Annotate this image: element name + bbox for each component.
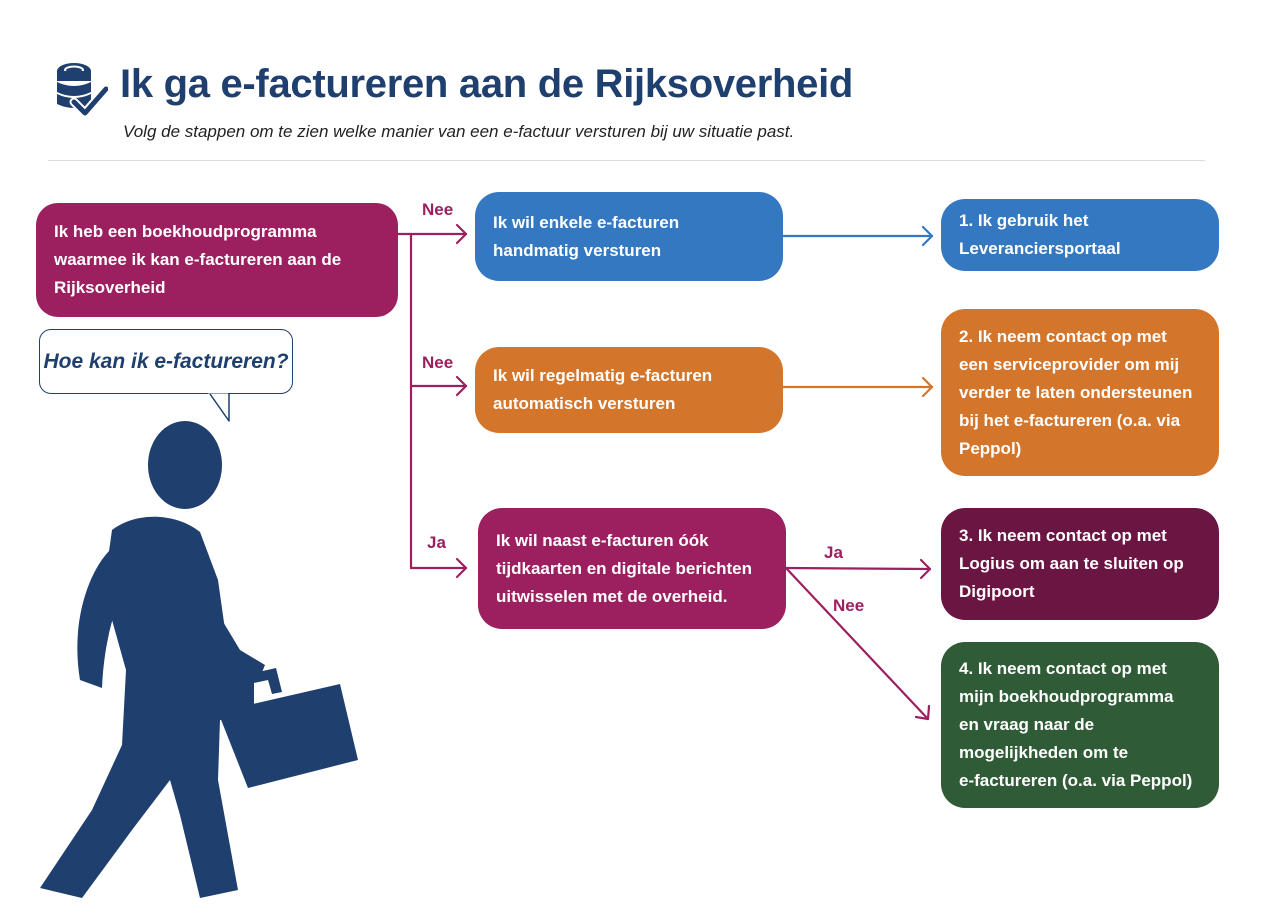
coins-check-icon: [57, 63, 108, 118]
edge-label-ja-1: Ja: [427, 533, 446, 552]
outcome-line: mijn boekhoudprogramma: [959, 687, 1174, 706]
question-line: Ik wil naast e-facturen óók: [496, 530, 709, 550]
outcome-line: Logius om aan te sluiten op: [959, 554, 1184, 573]
divider: [48, 160, 1205, 161]
arrowhead-q1: [455, 223, 468, 245]
edge-label-nee-1: Nee: [422, 200, 454, 219]
connector-q3-outcome3: [784, 566, 932, 571]
outcome-line: bij het e-factureren (o.a. via: [959, 410, 1181, 430]
question-line: automatisch versturen: [493, 394, 676, 413]
start-box-line: waarmee ik kan e-factureren aan de: [54, 250, 342, 269]
question-timesheets-box: Ik wil naast e-facturen óók tijdkaarten …: [478, 508, 786, 629]
arrowhead-q2: [455, 375, 468, 397]
speech-bubble: Hoe kan ik e-factureren?: [39, 329, 293, 394]
edge-label-nee-3: Nee: [833, 596, 865, 615]
walking-person-briefcase-icon: [40, 421, 358, 898]
arrowhead-outcome1: [921, 225, 934, 247]
outcome-line: 1. Ik gebruik het: [959, 211, 1089, 230]
outcome-4-box: 4. Ik neem contact op met mijn boekhoudp…: [941, 642, 1219, 808]
page-subtitle: Volg de stappen om te zien welke manier …: [123, 122, 795, 141]
start-box: Ik heb een boekhoudprogramma waarmee ik …: [36, 203, 398, 317]
page-title: Ik ga e-factureren aan de Rijksoverheid: [120, 62, 854, 106]
outcome-line: en vraag naar de: [959, 715, 1095, 734]
start-box-line: Ik heb een boekhoudprogramma: [54, 222, 317, 241]
arrowhead-outcome3: [919, 558, 932, 580]
question-line: tijdkaarten en digitale berichten: [496, 558, 753, 578]
outcome-1-box: 1. Ik gebruik het Leveranciersportaal: [941, 199, 1219, 271]
edge-label-nee-2: Nee: [422, 353, 454, 372]
question-line: Ik wil regelmatig e-facturen: [493, 366, 713, 385]
outcome-2-box: 2. Ik neem contact op met een servicepro…: [941, 309, 1219, 476]
connector-start-trunk: [396, 232, 413, 570]
arrowhead-outcome4: [914, 704, 931, 721]
arrowhead-outcome2: [921, 376, 934, 398]
speech-bubble-text: Hoe kan ik e-factureren?: [43, 349, 289, 373]
question-line: uitwisselen met de overheid.: [496, 586, 728, 606]
connector-q3-outcome4: [784, 566, 930, 721]
outcome-line: 3. Ik neem contact op met: [959, 526, 1167, 545]
outcome-line: Digipoort: [959, 582, 1035, 601]
outcome-line: een serviceprovider om mij: [959, 354, 1180, 374]
arrowhead-q3: [455, 557, 468, 579]
outcome-line: verder te laten ondersteunen: [959, 382, 1193, 402]
outcome-line: mogelijkheden om te: [959, 743, 1129, 762]
outcome-line: e-factureren (o.a. via Peppol): [959, 771, 1193, 790]
outcome-line: 2. Ik neem contact op met: [959, 326, 1167, 346]
question-automatic-box: Ik wil regelmatig e-facturen automatisch…: [475, 347, 783, 433]
question-line: handmatig versturen: [493, 240, 662, 260]
outcome-line: 4. Ik neem contact op met: [959, 659, 1167, 678]
speech-bubble-tail: [208, 393, 230, 422]
start-box-line: Rijksoverheid: [54, 278, 166, 297]
outcome-line: Leveranciersportaal: [959, 239, 1121, 258]
outcome-3-box: 3. Ik neem contact op met Logius om aan …: [941, 508, 1219, 620]
question-line: Ik wil enkele e-facturen: [493, 212, 680, 232]
edge-label-ja-2: Ja: [824, 543, 843, 562]
question-manual-box: Ik wil enkele e-facturen handmatig verst…: [475, 192, 783, 281]
outcome-line: Peppol): [959, 438, 1022, 458]
